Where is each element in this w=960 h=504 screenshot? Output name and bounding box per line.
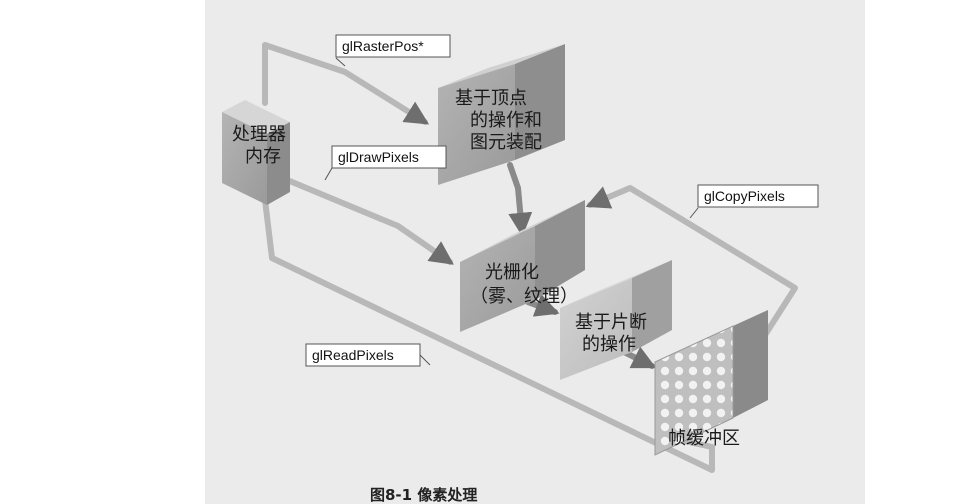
read-pixels-label: glReadPixels (312, 347, 394, 363)
processor-memory-line-2: 内存 (245, 146, 281, 167)
fragment-ops-line-1: 基于片断 (575, 312, 647, 333)
rasterization-line-1: 光栅化 (485, 262, 539, 283)
vertex-ops-block: 基于顶点 的操作和 图元装配 (438, 44, 565, 185)
copy-pixels-callout: glCopyPixels (690, 185, 818, 218)
vertex-ops-line-2: 的操作和 (470, 110, 542, 131)
figure-caption: 图8-1 像素处理 (370, 486, 477, 504)
copy-pixels-label: glCopyPixels (704, 188, 785, 204)
processor-memory-line-1: 处理器 (232, 124, 286, 145)
draw-pixels-line (268, 172, 450, 262)
vertex-ops-line-3: 图元装配 (470, 132, 542, 153)
processor-memory-block: 处理器 内存 (222, 100, 290, 205)
fragment-ops-line-2: 的操作 (582, 334, 636, 355)
raster-pos-callout: glRasterPos* (336, 35, 450, 66)
vertex-ops-line-1: 基于顶点 (455, 88, 527, 109)
raster-pos-label: glRasterPos* (342, 38, 424, 54)
framebuffer-label: 帧缓冲区 (668, 428, 740, 449)
vertex-to-raster-line (510, 165, 522, 232)
draw-pixels-callout: glDrawPixels (325, 146, 446, 180)
draw-pixels-label: glDrawPixels (338, 149, 419, 165)
rasterization-line-2: （雾、纹理） (470, 286, 578, 307)
framebuffer-block: 帧缓冲区 (655, 310, 768, 455)
read-pixels-callout: glReadPixels (306, 344, 430, 366)
